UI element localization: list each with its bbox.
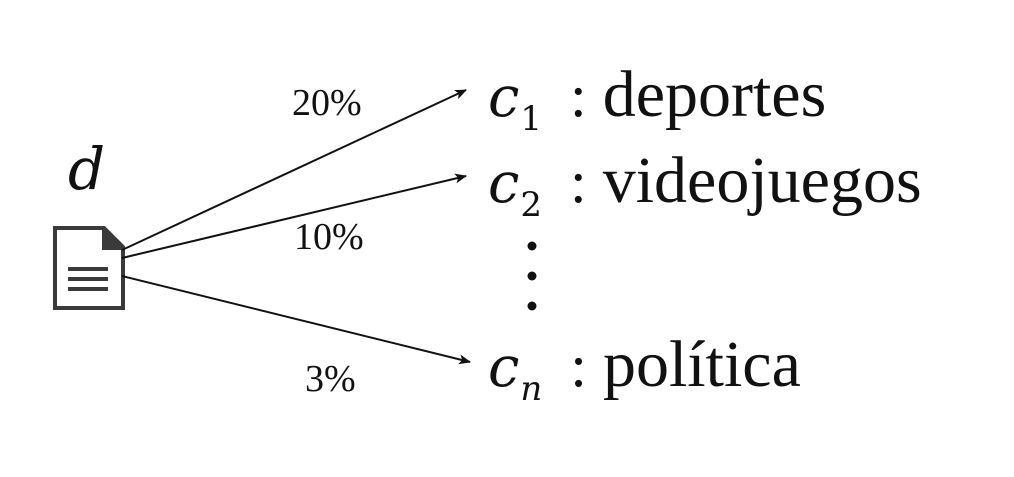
percent-label-cn: 3% [305,358,356,400]
percent-label-c1: 20% [292,82,362,124]
category-colon: : [570,63,587,129]
category-subscript: 2 [520,185,543,225]
arrow-to-c2 [121,173,467,259]
category-name: videojuegos [602,144,922,217]
percent-label-c2: 10% [294,216,364,258]
arrow-to-c1 [121,89,467,251]
category-subscript: n [520,369,543,409]
vertical-ellipsis [527,241,537,311]
category-variable: c [488,65,520,130]
document-icon [53,226,125,310]
category-variable: c [488,335,520,400]
category-name: deportes [602,58,827,131]
category-colon: : [570,149,587,215]
category-name: política [602,328,801,401]
category-colon: : [570,333,587,399]
document-symbol: d [68,135,106,203]
category-subscript: 1 [520,99,543,139]
category-variable: c [488,151,520,216]
arrow-to-cn [121,275,471,365]
